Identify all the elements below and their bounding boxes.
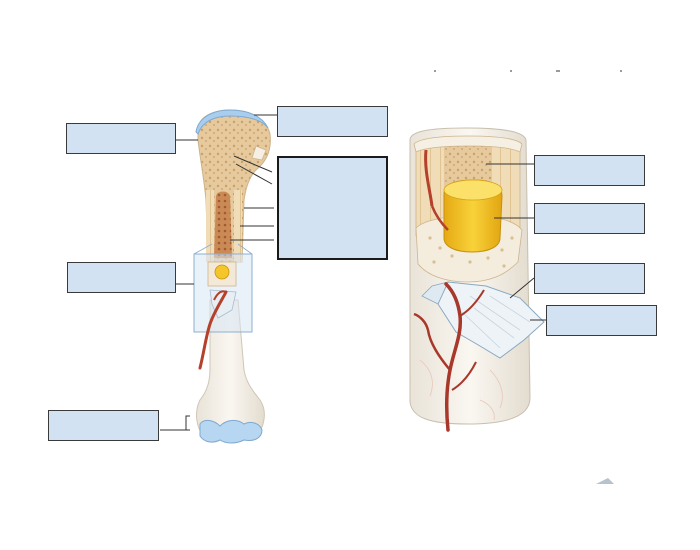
compact-wall-left [206, 190, 214, 262]
compact-wall-right [234, 190, 242, 262]
section-top-rim [413, 135, 523, 153]
nutrient-artery-left [198, 290, 228, 370]
inset-mini-yellow [214, 264, 230, 280]
label-box-7[interactable] [534, 203, 645, 234]
periosteal-vessel [444, 282, 463, 432]
label-box-5[interactable] [48, 410, 159, 441]
long-bone [193, 109, 271, 444]
scan-artifacts [434, 70, 622, 484]
label-box-3[interactable] [277, 156, 388, 260]
label-box-6[interactable] [534, 155, 645, 186]
distal-cartilage [199, 419, 263, 444]
leader-lines-right [486, 163, 546, 321]
label-box-8[interactable] [534, 263, 645, 294]
leader-lines-left [160, 114, 277, 431]
bone-cross-section [409, 127, 545, 432]
nutrient-artery-right [424, 149, 434, 207]
label-box-4[interactable] [67, 262, 176, 293]
label-box-9[interactable] [546, 305, 657, 336]
label-box-2[interactable] [277, 106, 388, 137]
label-box-1[interactable] [66, 123, 176, 154]
medullary-cavity [214, 191, 232, 258]
yellow-marrow-top [443, 179, 503, 201]
periosteum-flap [437, 281, 545, 359]
proximal-cartilage [195, 109, 269, 135]
epiphyseal-notch [251, 145, 267, 161]
